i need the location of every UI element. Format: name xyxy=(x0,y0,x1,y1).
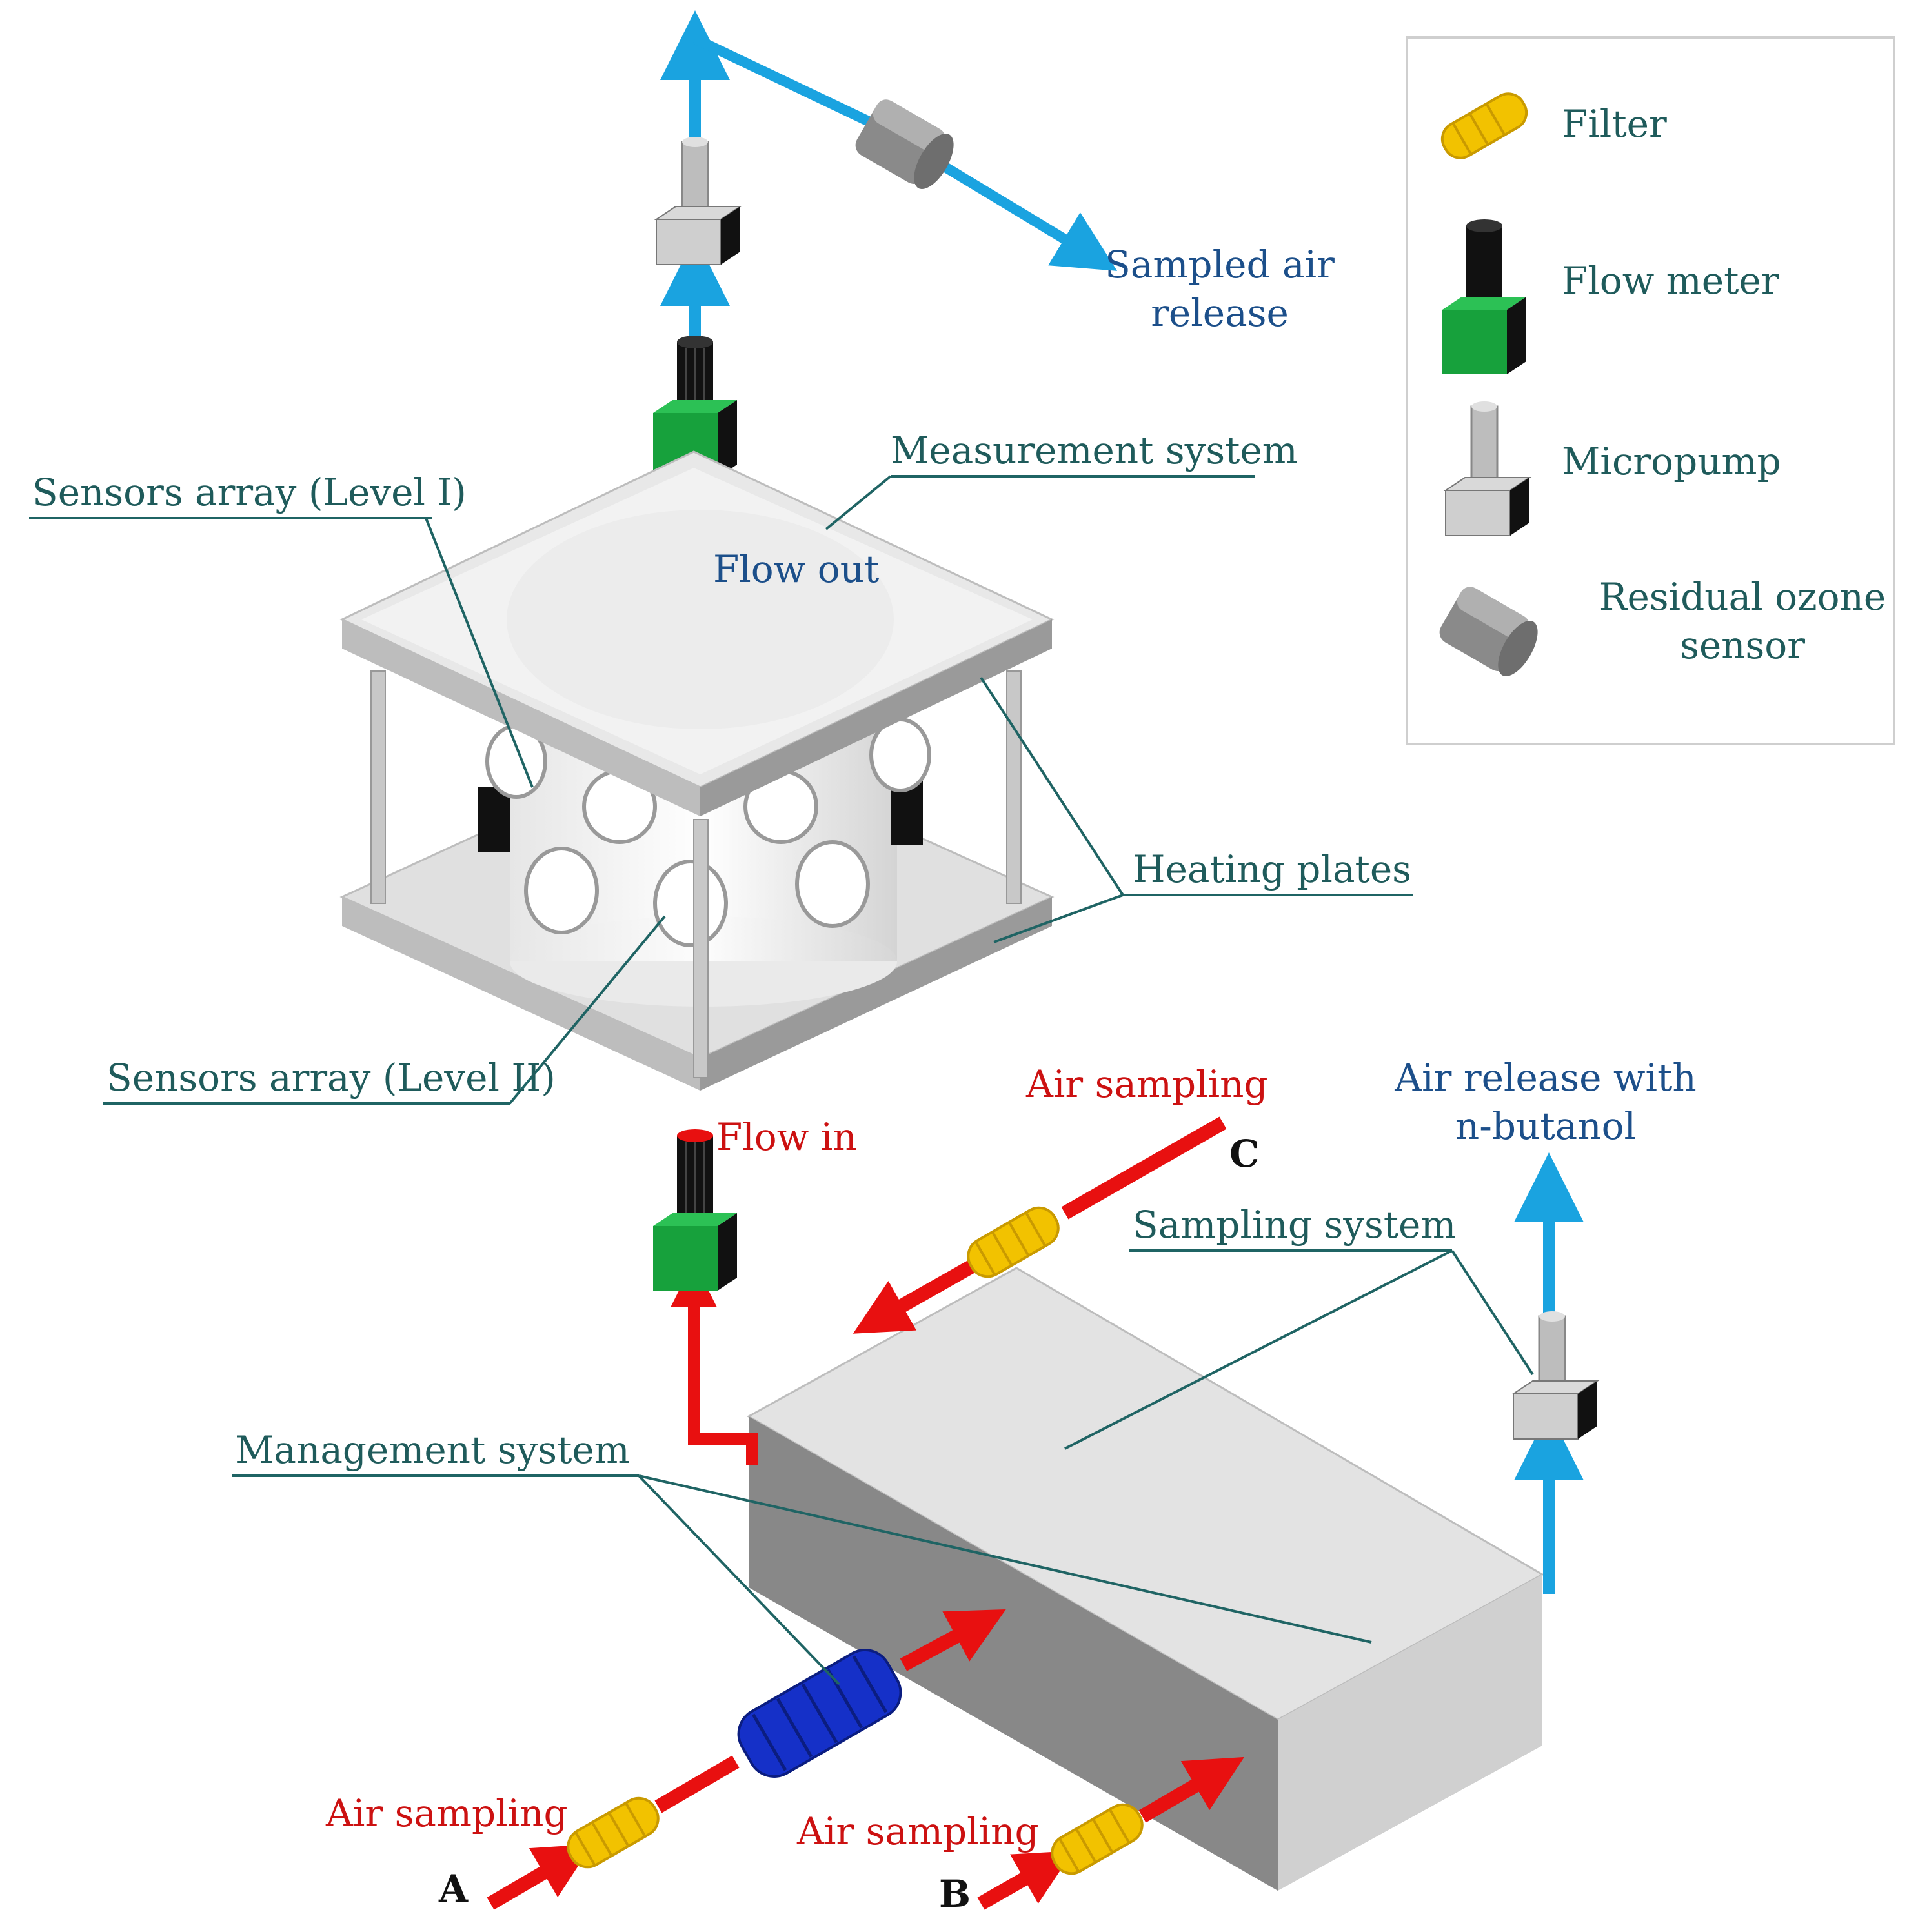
labels: Sampled air release Measurement system S… xyxy=(32,243,1697,1916)
sensors-array-level1-label: Sensors array (Level I) xyxy=(32,470,467,514)
top-heating-plate xyxy=(339,450,1055,816)
legend-micropump-label: Micropump xyxy=(1562,439,1781,483)
sensors-array-level2-label: Sensors array (Level II) xyxy=(106,1056,556,1100)
legend-flow-meter-label: Flow meter xyxy=(1562,259,1779,303)
legend-filter-label: Filter xyxy=(1562,102,1667,146)
filter-icon xyxy=(967,1206,1060,1278)
legend-ozone-sensor-icon xyxy=(1439,587,1538,676)
air-release-label-line2: n-butanol xyxy=(1455,1104,1636,1148)
legend-filter-icon xyxy=(1440,92,1528,159)
heating-plates-label: Heating plates xyxy=(1133,847,1411,891)
air-sampling-c-label: Air sampling xyxy=(1025,1062,1268,1106)
sensors-array-level-2 xyxy=(524,769,870,947)
inlet-a-letter: A xyxy=(438,1867,469,1911)
legend: Filter Flow meter Micropump Residual ozo… xyxy=(1406,36,1895,745)
sampled-air-release-label-line2: release xyxy=(1151,291,1289,335)
sampling-system-label: Sampling system xyxy=(1133,1203,1456,1247)
air-sampling-a-label: Air sampling xyxy=(325,1791,568,1835)
filter-icon xyxy=(567,1796,660,1869)
sampling-system-box xyxy=(746,1267,1545,1891)
ozone-filter-icon xyxy=(737,1649,902,1778)
micropump-icon xyxy=(654,137,743,265)
sensors-array-level-1 xyxy=(478,718,931,852)
inlet-c-letter: C xyxy=(1229,1132,1259,1176)
flow-meter-icon xyxy=(653,1129,737,1291)
legend-micropump-icon xyxy=(1443,401,1532,536)
management-system-label: Management system xyxy=(236,1428,630,1472)
leader-lines xyxy=(29,475,1534,1685)
support-posts xyxy=(370,670,1022,1078)
legend-ozone-label-line1: Residual ozone xyxy=(1599,575,1886,619)
measurement-system-label: Measurement system xyxy=(891,428,1298,472)
flow-in-label: Flow in xyxy=(716,1115,857,1159)
red-inlet-tubing xyxy=(487,1116,1245,1910)
sampled-air-release-label-line1: Sampled air xyxy=(1105,243,1335,287)
micropump-icon xyxy=(1511,1311,1600,1440)
inlet-b-letter: B xyxy=(939,1872,971,1916)
measurement-system-unit xyxy=(339,450,1055,1091)
air-sampling-b-label: Air sampling xyxy=(796,1809,1039,1853)
legend-flow-meter-icon xyxy=(1442,219,1526,374)
residual-ozone-sensor-icon xyxy=(855,99,954,189)
legend-ozone-label-line2: sensor xyxy=(1680,623,1805,667)
filter-icon xyxy=(1051,1803,1144,1875)
air-release-label-line1: Air release with xyxy=(1394,1056,1696,1100)
flow-out-label: Flow out xyxy=(713,547,879,591)
